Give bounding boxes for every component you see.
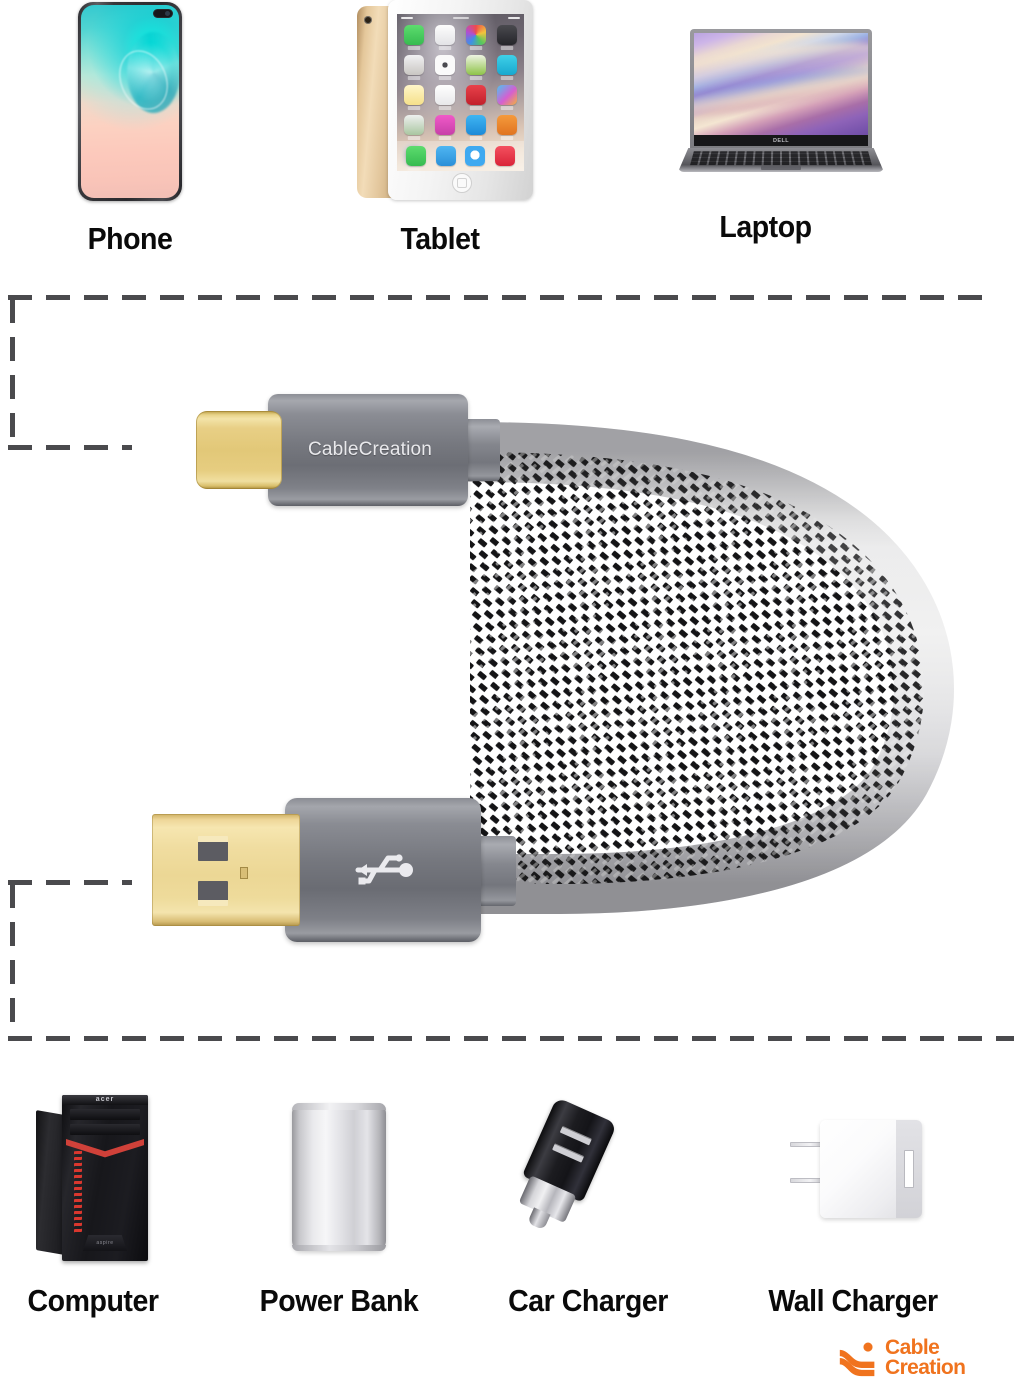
acer-logo-icon: acer: [95, 1096, 115, 1103]
usb-a-contact-upper: [198, 836, 228, 861]
desktop-drive-bay: [70, 1124, 140, 1135]
tablet-home-button: [451, 173, 472, 193]
desktop-top-panel: [62, 1095, 148, 1105]
usb-c-connector: CableCreation: [196, 394, 500, 506]
power-bank-top-cap: [292, 1103, 386, 1110]
wall-charger-usb-port: [904, 1150, 914, 1188]
dell-logo-icon: DELL: [773, 137, 789, 144]
dashed-line-bottom-horizontal: [8, 1036, 1014, 1041]
usb-a-connector: [152, 798, 516, 942]
usb-trident-icon: [285, 798, 481, 942]
desktop-tower-side-panel: [36, 1110, 64, 1255]
usb-a-contact-lower: [198, 881, 228, 906]
laptop-trackpad: [761, 166, 801, 170]
tablet-rear-camera-icon: [364, 16, 372, 24]
usb-c-brand-text: CableCreation: [307, 439, 433, 460]
car-charger-ports: [550, 1120, 595, 1168]
wall-charger-prong: [790, 1178, 824, 1183]
wall-charger-prong: [790, 1142, 824, 1147]
power-bank-icon: [292, 1103, 386, 1251]
wall-charger-front-face: [896, 1120, 922, 1218]
tablet-screen: [397, 14, 524, 171]
usb-c-gold-tip: [196, 411, 282, 489]
usb-a-gold-tip: [152, 814, 300, 926]
desktop-drive-bay: [70, 1109, 140, 1120]
usb-a-notch: [240, 867, 248, 879]
dashed-line-to-usb-c: [8, 445, 132, 450]
power-bank-bottom-cap: [292, 1245, 386, 1251]
device-label-power-bank: Power Bank: [259, 1283, 419, 1318]
device-label-wall-charger: Wall Charger: [768, 1283, 938, 1318]
dashed-line-top-horizontal: [8, 295, 982, 300]
usb-a-housing: [285, 798, 481, 942]
laptop-keyboard: [690, 151, 872, 166]
cable-wave-icon: [839, 1342, 875, 1377]
brand-line-2: Creation: [885, 1356, 966, 1379]
tablet-dock: [397, 141, 524, 171]
usb-c-housing: CableCreation: [268, 394, 468, 506]
laptop-bottom-bezel: DELL: [694, 135, 868, 146]
wall-charger-icon: [790, 1120, 922, 1218]
cablecreation-logo: Cable Creation: [838, 1334, 1006, 1382]
device-label-car-charger: Car Charger: [508, 1283, 668, 1318]
phone-screen: [81, 5, 179, 198]
smartphone-icon: [78, 2, 182, 201]
device-label-computer: Computer: [27, 1283, 159, 1318]
desktop-tower-icon: acer aspire: [62, 1095, 148, 1261]
brand-wordmark: Cable Creation: [885, 1335, 966, 1379]
device-label-phone: Phone: [87, 221, 173, 256]
phone-camera-cutout: [153, 9, 173, 18]
brand-line-1: Cable: [885, 1335, 940, 1359]
car-charger-icon: [505, 1097, 618, 1241]
car-charger-port: [559, 1125, 592, 1146]
device-label-tablet: Tablet: [400, 221, 480, 256]
tablet-app-grid: [403, 25, 518, 171]
wall-charger-body: [820, 1120, 922, 1218]
tablet-icon: [388, 0, 533, 200]
dashed-line-from-usb-a: [8, 880, 132, 885]
laptop-screen: [694, 33, 868, 135]
desktop-red-vent-strip: [74, 1150, 82, 1234]
laptop-base: [678, 148, 884, 172]
car-charger-port: [552, 1143, 585, 1163]
device-label-laptop: Laptop: [719, 209, 812, 244]
dashed-line-top-left-vertical: [10, 299, 15, 449]
phone-wallpaper-swirl: [127, 32, 179, 114]
desktop-front-badge: aspire: [83, 1235, 127, 1251]
dashed-line-bottom-left-vertical: [10, 884, 15, 1040]
laptop-icon: DELL: [690, 29, 872, 149]
tablet-status-bar: [397, 14, 524, 21]
